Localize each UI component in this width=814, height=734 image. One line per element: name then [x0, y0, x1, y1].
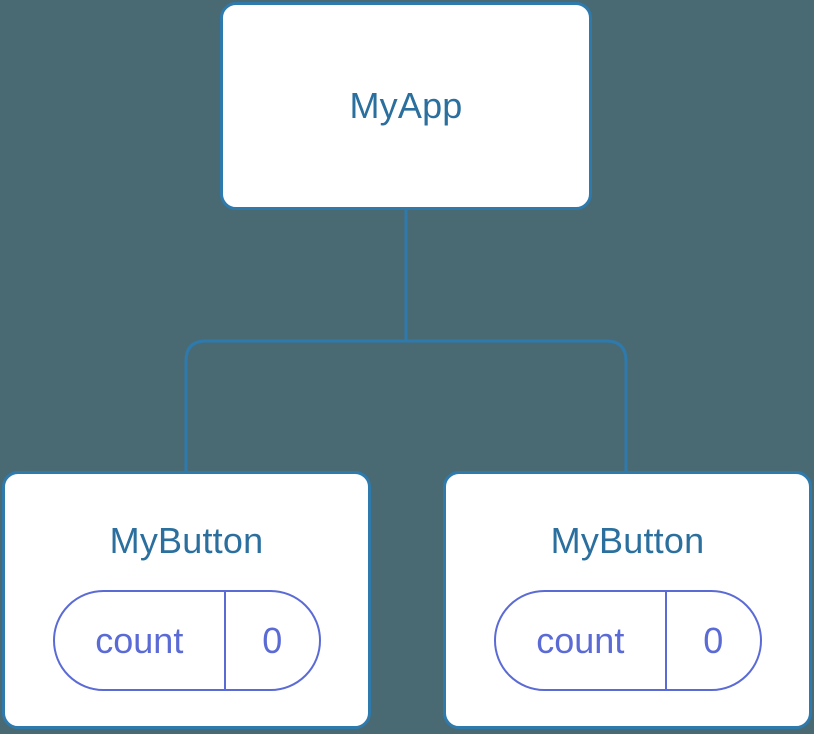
component-node-title: MyButton	[550, 520, 705, 561]
edge-to-child-0	[184, 339, 406, 474]
state-pill[interactable]: count 0	[493, 590, 762, 691]
state-value-label: 0	[703, 619, 724, 661]
state-pill[interactable]: count 0	[52, 590, 321, 691]
component-node-child-1[interactable]: MyButton count 0	[443, 471, 812, 729]
edge-to-child-1	[406, 339, 628, 474]
state-pill-value-cell: 0	[667, 592, 759, 689]
component-node-child-0[interactable]: MyButton count 0	[2, 471, 371, 729]
state-key-label: count	[95, 619, 184, 661]
state-pill-key-cell: count	[496, 592, 668, 689]
state-pill-value-cell: 0	[226, 592, 318, 689]
component-node-title: MyApp	[349, 85, 463, 126]
state-key-label: count	[536, 619, 625, 661]
component-node-root[interactable]: MyApp	[220, 2, 592, 210]
state-pill-key-cell: count	[55, 592, 227, 689]
component-node-title: MyButton	[109, 520, 264, 561]
state-value-label: 0	[262, 619, 283, 661]
